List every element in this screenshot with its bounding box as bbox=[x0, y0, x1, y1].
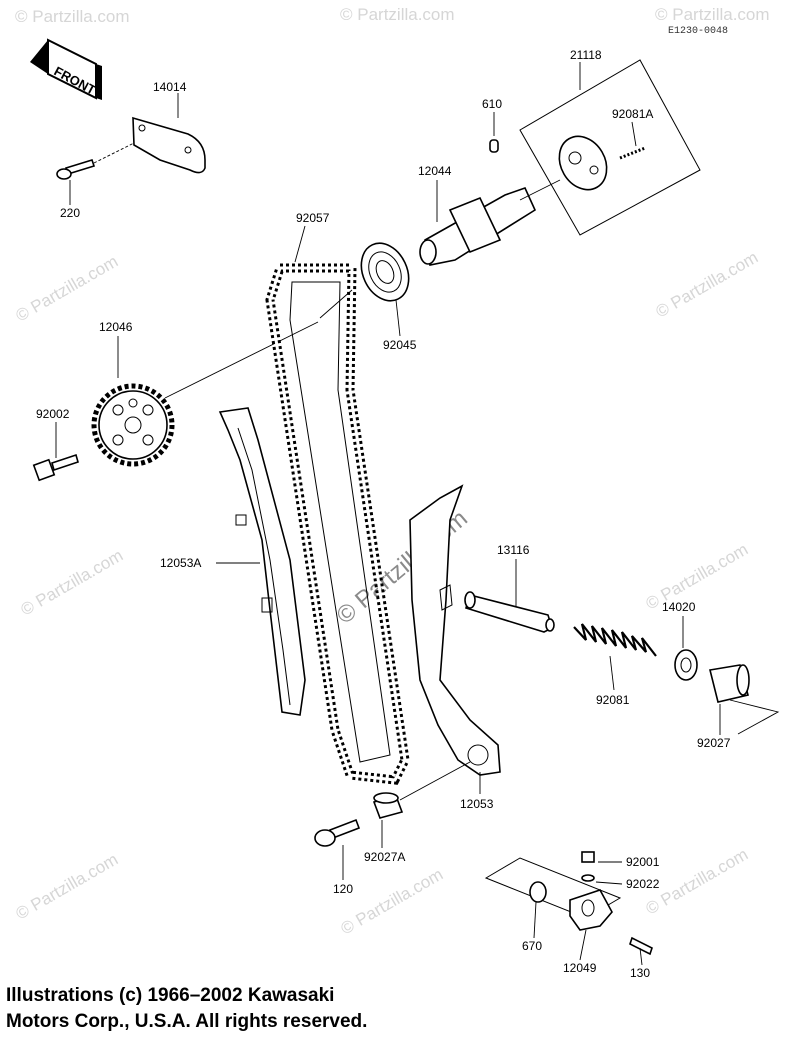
assembly-box-21118 bbox=[519, 59, 701, 236]
cam-chain-92057 bbox=[265, 263, 410, 785]
copyright-notice: Illustrations (c) 1966–2002 Kawasaki Mot… bbox=[6, 983, 367, 1035]
watermark: © Partzilla.com bbox=[18, 546, 127, 620]
watermark: © Partzilla.com bbox=[653, 248, 762, 322]
part-label-92002: 92002 bbox=[36, 407, 70, 421]
nut-14020 bbox=[674, 649, 698, 681]
watermark: © Partzilla.com bbox=[655, 5, 770, 24]
part-label-610: 610 bbox=[482, 97, 502, 111]
diagram-code: E1230-0048 bbox=[668, 26, 728, 37]
part-label-92027: 92027 bbox=[697, 736, 731, 750]
collar-92027A bbox=[372, 792, 404, 819]
watermark: © Partzilla.com bbox=[643, 540, 752, 614]
watermark: © Partzilla.com bbox=[340, 5, 455, 24]
exploded-parts-diagram: © Partzilla.com © Partzilla.com © Partzi… bbox=[13, 5, 780, 980]
part-label-12053: 12053 bbox=[460, 797, 494, 811]
part-label-670: 670 bbox=[522, 939, 542, 953]
part-label-21118: 21118 bbox=[570, 48, 602, 62]
part-label-92027A: 92027A bbox=[364, 850, 405, 864]
camshaft-12044 bbox=[419, 139, 537, 266]
guide-12053 bbox=[409, 484, 501, 776]
watermark: © Partzilla.com bbox=[15, 7, 130, 26]
bracket-14014 bbox=[132, 116, 206, 174]
guide-12053A bbox=[218, 407, 306, 716]
bolt-120 bbox=[314, 818, 361, 847]
part-label-220: 220 bbox=[60, 206, 80, 220]
part-label-12053A: 12053A bbox=[160, 556, 201, 570]
part-label-14014: 14014 bbox=[153, 80, 187, 94]
copyright-line-1: Illustrations (c) 1966–2002 Kawasaki bbox=[6, 985, 335, 1006]
part-label-92057: 92057 bbox=[296, 211, 330, 225]
part-label-12046: 12046 bbox=[99, 320, 133, 334]
part-label-14020: 14020 bbox=[662, 600, 696, 614]
watermark: © Partzilla.com bbox=[13, 252, 122, 326]
part-label-92045: 92045 bbox=[383, 338, 417, 352]
part-label-92081: 92081 bbox=[596, 693, 630, 707]
bolt-220 bbox=[56, 159, 96, 180]
shaft-13116 bbox=[464, 591, 555, 633]
watermark: © Partzilla.com bbox=[13, 850, 122, 924]
part-label-130: 130 bbox=[630, 966, 650, 980]
watermark-center: © Partzilla.com bbox=[332, 505, 473, 630]
collar-92027 bbox=[709, 664, 750, 703]
part-label-12044: 12044 bbox=[418, 164, 452, 178]
sprocket-12046 bbox=[91, 383, 175, 467]
part-label-13116: 13116 bbox=[497, 543, 530, 557]
tensioner-12049 bbox=[484, 851, 653, 956]
part-label-12049: 12049 bbox=[563, 961, 597, 975]
front-arrow-icon: FRONT bbox=[30, 38, 102, 100]
part-label-92081A: 92081A bbox=[612, 107, 653, 121]
bearing-92045 bbox=[360, 242, 410, 302]
watermark: © Partzilla.com bbox=[338, 865, 447, 939]
part-label-120: 120 bbox=[333, 882, 353, 896]
copyright-line-2: Motors Corp., U.S.A. All rights reserved… bbox=[6, 1011, 368, 1032]
spring-92081 bbox=[573, 623, 657, 657]
part-labels: 14014 220 92057 12046 92002 12053A 21118… bbox=[36, 48, 780, 980]
bolt-92002 bbox=[32, 453, 79, 482]
part-label-92001: 92001 bbox=[626, 855, 660, 869]
part-label-92022: 92022 bbox=[626, 877, 660, 891]
